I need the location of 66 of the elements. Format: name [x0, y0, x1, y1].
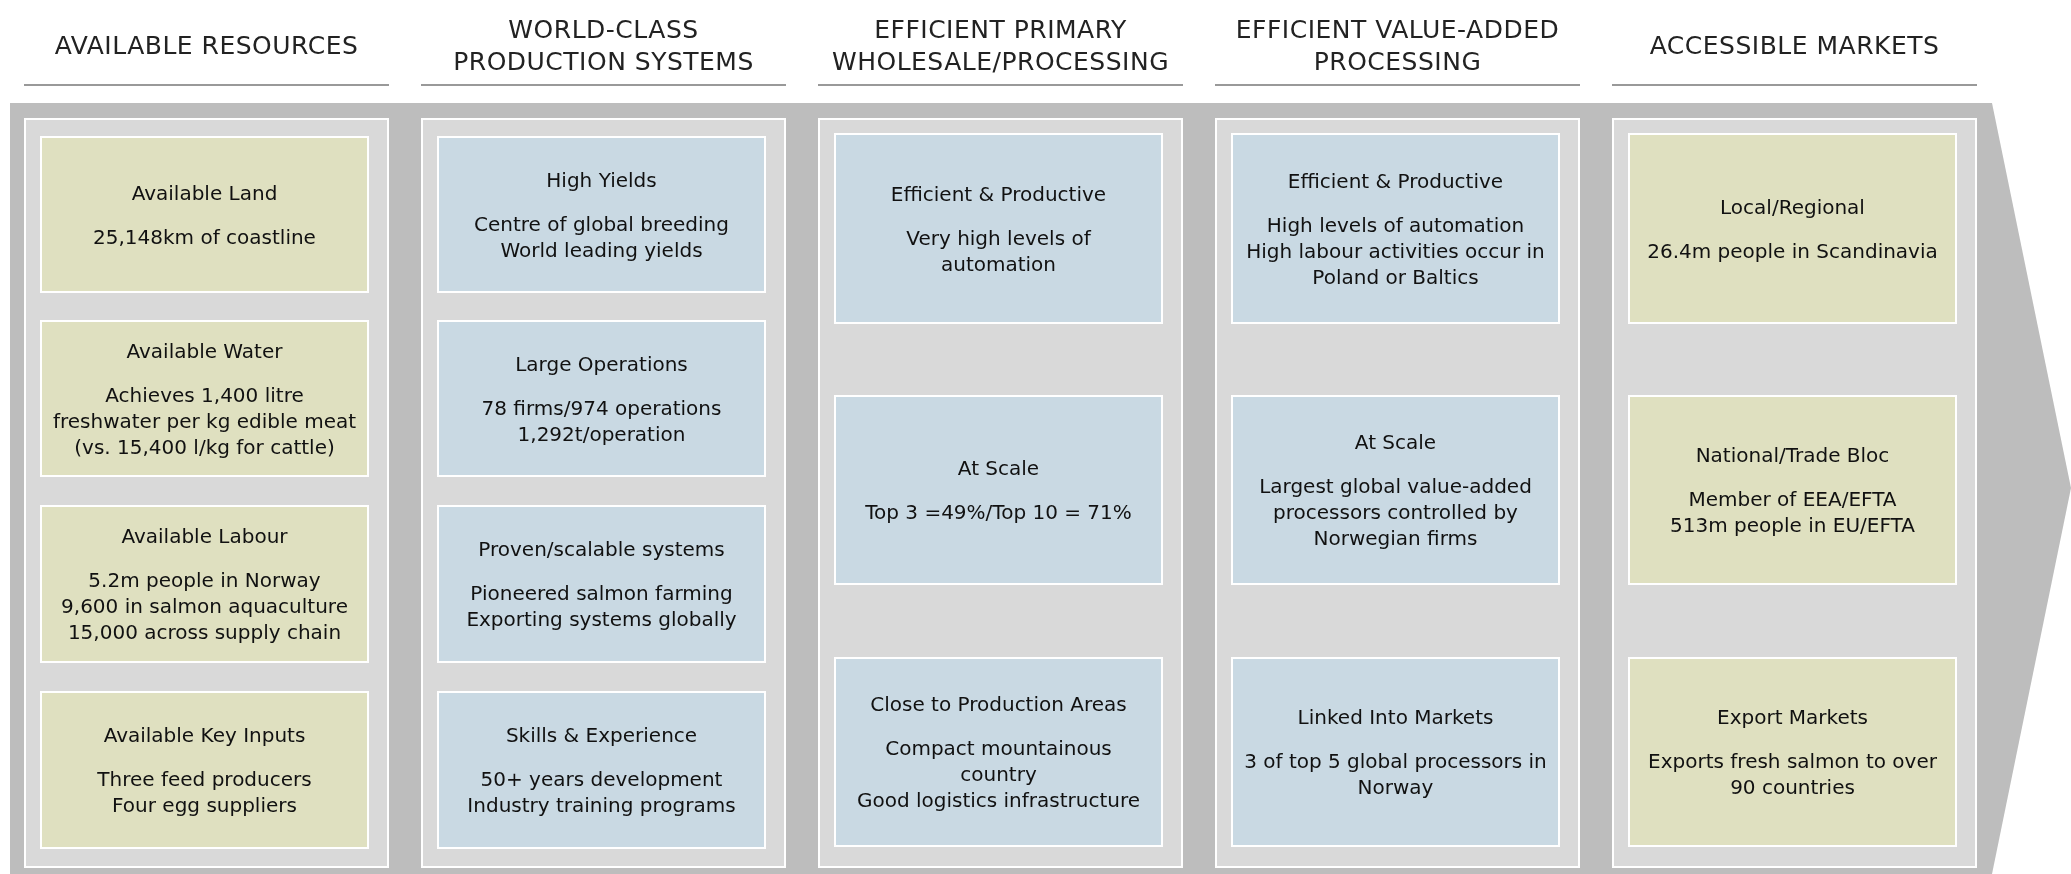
- box-text: Very high levels of automation: [905, 224, 1093, 277]
- box-text: Exports fresh salmon to over 90 countries: [1647, 748, 1938, 800]
- box-text: Member of EEA/EFTA: [1688, 486, 1897, 512]
- info-box: [834, 395, 1163, 585]
- info-box: [437, 691, 766, 849]
- box-heading: National/Trade Bloc: [1695, 442, 1890, 468]
- box-heading: Skills & Experience: [505, 722, 698, 748]
- box-text: 9,600 in salmon aquaculture: [61, 593, 348, 619]
- info-box: [1231, 657, 1560, 847]
- box-text: High levels of automation: [1266, 211, 1525, 238]
- info-box: [40, 136, 369, 293]
- box-heading: Large Operations: [515, 350, 688, 377]
- column-heading: AVAILABLE RESOURCES: [24, 8, 389, 86]
- box-text: Exporting systems globally: [466, 606, 737, 632]
- info-box: [40, 320, 369, 477]
- box-text: Achieves 1,400 litre freshwater per kg edible meat (vs. 15,400 l/kg for cattle): [52, 381, 357, 460]
- box-heading: Linked Into Markets: [1297, 704, 1494, 730]
- box-text: 5.2m people in Norway: [88, 567, 321, 593]
- info-box: [1628, 395, 1957, 585]
- info-box: [834, 657, 1163, 847]
- box-text: 15,000 across supply chain: [67, 619, 342, 645]
- box-text: 513m people in EU/EFTA: [1670, 512, 1915, 538]
- info-box: [1628, 657, 1957, 847]
- box-heading: At Scale: [1354, 429, 1437, 455]
- column-heading: ACCESSIBLE MARKETS: [1612, 8, 1977, 86]
- info-box: [40, 691, 369, 849]
- box-text: Centre of global breeding: [474, 210, 729, 237]
- box-text: Industry training programs: [467, 792, 736, 818]
- box-text: 78 firms/974 operations: [481, 394, 722, 421]
- box-heading: Efficient & Productive: [890, 180, 1107, 207]
- box-heading: Proven/scalable systems: [478, 536, 725, 562]
- box-heading: Close to Production Areas: [870, 691, 1127, 717]
- box-text: Pioneered salmon farming: [470, 580, 733, 606]
- box-heading: Efficient & Productive: [1287, 167, 1504, 194]
- column-heading: EFFICIENT VALUE-ADDED PROCESSING: [1215, 8, 1580, 86]
- info-box: [437, 136, 766, 293]
- box-text: 3 of top 5 global processors in Norway: [1243, 748, 1548, 800]
- box-text: Three feed producers: [97, 766, 312, 792]
- box-heading: Available Labour: [121, 523, 288, 549]
- box-heading: Export Markets: [1717, 704, 1868, 730]
- box-text: Good logistics infrastructure: [856, 787, 1141, 813]
- box-text: High labour activities occur in Poland or Baltics: [1245, 237, 1546, 290]
- box-text: 26.4m people in Scandinavia: [1647, 237, 1938, 264]
- info-box: [834, 133, 1163, 324]
- info-box: [1231, 133, 1560, 324]
- info-box: [40, 505, 369, 663]
- box-heading: Local/Regional: [1720, 193, 1865, 220]
- box-text: Compact mountainous country: [884, 735, 1113, 787]
- box-text: 25,148km of coastline: [93, 223, 316, 250]
- box-heading: At Scale: [957, 455, 1040, 481]
- column-heading: EFFICIENT PRIMARY WHOLESALE/PROCESSING: [818, 8, 1183, 86]
- box-heading: Available Water: [126, 337, 283, 364]
- box-heading: Available Land: [131, 179, 278, 206]
- info-box: [1628, 133, 1957, 324]
- box-text: Top 3 =49%/Top 10 = 71%: [865, 499, 1132, 525]
- box-text: 50+ years development: [480, 766, 723, 792]
- info-box: [437, 320, 766, 477]
- box-heading: High Yields: [546, 166, 657, 193]
- box-heading: Available Key Inputs: [103, 722, 306, 748]
- box-text: 1,292t/operation: [517, 420, 686, 447]
- box-text: World leading yields: [500, 236, 703, 263]
- info-box: [437, 505, 766, 663]
- info-box: [1231, 395, 1560, 585]
- box-text: Largest global value-added processors controlled by Norwegian firms: [1258, 473, 1533, 551]
- column-heading: WORLD-CLASS PRODUCTION SYSTEMS: [421, 8, 786, 86]
- box-text: Four egg suppliers: [112, 792, 297, 818]
